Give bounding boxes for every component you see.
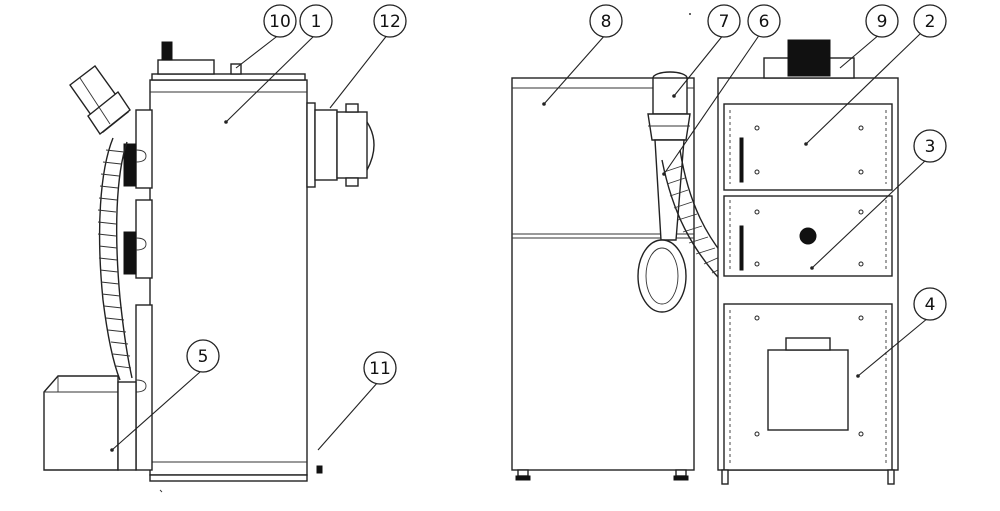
callout-10: 10 [263, 4, 297, 38]
callout-9: 9 [865, 4, 899, 38]
side-flue-collar [306, 102, 316, 188]
upper-door [723, 103, 893, 191]
side-burner-box [43, 375, 137, 471]
callout-12-label: 12 [379, 12, 401, 32]
callout-6: 6 [747, 4, 781, 38]
callout-5-label: 5 [198, 347, 209, 367]
callout-8: 8 [589, 4, 623, 38]
side-door-bottom [135, 304, 153, 471]
callout-7-label: 7 [719, 12, 730, 32]
callout-8-label: 8 [601, 12, 612, 32]
callout-4: 4 [913, 287, 947, 321]
callout-1-label: 1 [311, 12, 322, 32]
callout-11: 11 [363, 351, 397, 385]
side-door-middle [135, 199, 153, 279]
side-top-fitting [157, 59, 215, 75]
callout-6-label: 6 [759, 12, 770, 32]
side-flue-pipe [314, 109, 338, 181]
side-boiler-body [149, 79, 308, 476]
callout-2: 2 [913, 4, 947, 38]
callout-12: 12 [373, 4, 407, 38]
callout-3: 3 [913, 129, 947, 163]
side-feeder-head [69, 65, 131, 136]
callout-2-label: 2 [925, 12, 936, 32]
side-door-top [135, 109, 153, 189]
callout-10-label: 10 [269, 12, 291, 32]
front-view-doors [717, 39, 899, 485]
callout-leaders [110, 33, 929, 452]
side-flex-hose [97, 137, 133, 381]
callout-1: 1 [299, 4, 333, 38]
callout-7: 7 [707, 4, 741, 38]
callout-3-label: 3 [925, 137, 936, 157]
side-view [43, 41, 375, 493]
front-feeder-tube [637, 71, 691, 313]
front-burner-unit [767, 349, 849, 431]
side-top-plate [151, 73, 306, 81]
callout-11-label: 11 [369, 359, 391, 379]
side-top-valve [230, 63, 242, 75]
callout-4-label: 4 [925, 295, 936, 315]
callout-9-label: 9 [877, 12, 888, 32]
inspection-hole [799, 227, 817, 245]
callout-5: 5 [186, 339, 220, 373]
